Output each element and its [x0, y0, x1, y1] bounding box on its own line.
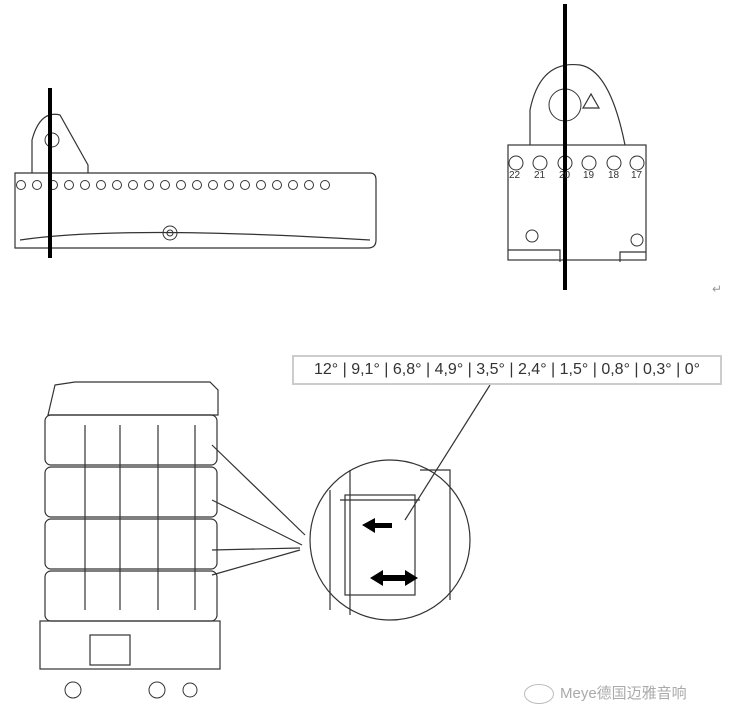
rigging-hole — [224, 180, 234, 190]
pin-number: 22 — [509, 170, 521, 181]
detail-magnifier — [309, 384, 491, 621]
return-mark: ↵ — [712, 282, 723, 296]
rigging-hole — [128, 180, 138, 190]
side-view-rigging — [14, 88, 377, 258]
pin-number: 20 — [559, 170, 571, 181]
rigging-hole — [80, 180, 90, 190]
rigging-hole — [112, 180, 122, 190]
rigging-hole — [64, 180, 74, 190]
rigging-hole — [160, 180, 170, 190]
rigging-hole — [256, 180, 266, 190]
pin-number: 21 — [534, 170, 546, 181]
rigging-hole — [144, 180, 154, 190]
rigging-hole — [16, 180, 26, 190]
rigging-hole — [304, 180, 314, 190]
pin-number: 19 — [583, 170, 595, 181]
speaker-array-stack — [39, 381, 306, 699]
pin-number: 18 — [608, 170, 620, 181]
pin-number: 17 — [631, 170, 643, 181]
watermark: Meye德国迈雅音响 — [560, 685, 687, 702]
rigging-hole — [96, 180, 106, 190]
rigging-hole — [176, 180, 186, 190]
rigging-hole — [240, 180, 250, 190]
rigging-hole — [208, 180, 218, 190]
rigging-hole — [192, 180, 202, 190]
rigging-hole — [272, 180, 282, 190]
rigging-hole — [320, 180, 330, 190]
angle-label: 12° | 9,1° | 6,8° | 4,9° | 3,5° | 2,4° |… — [292, 355, 722, 385]
front-view-rigging — [507, 4, 647, 290]
wechat-icon — [524, 684, 554, 704]
rigging-hole — [288, 180, 298, 190]
rigging-hole — [32, 180, 42, 190]
